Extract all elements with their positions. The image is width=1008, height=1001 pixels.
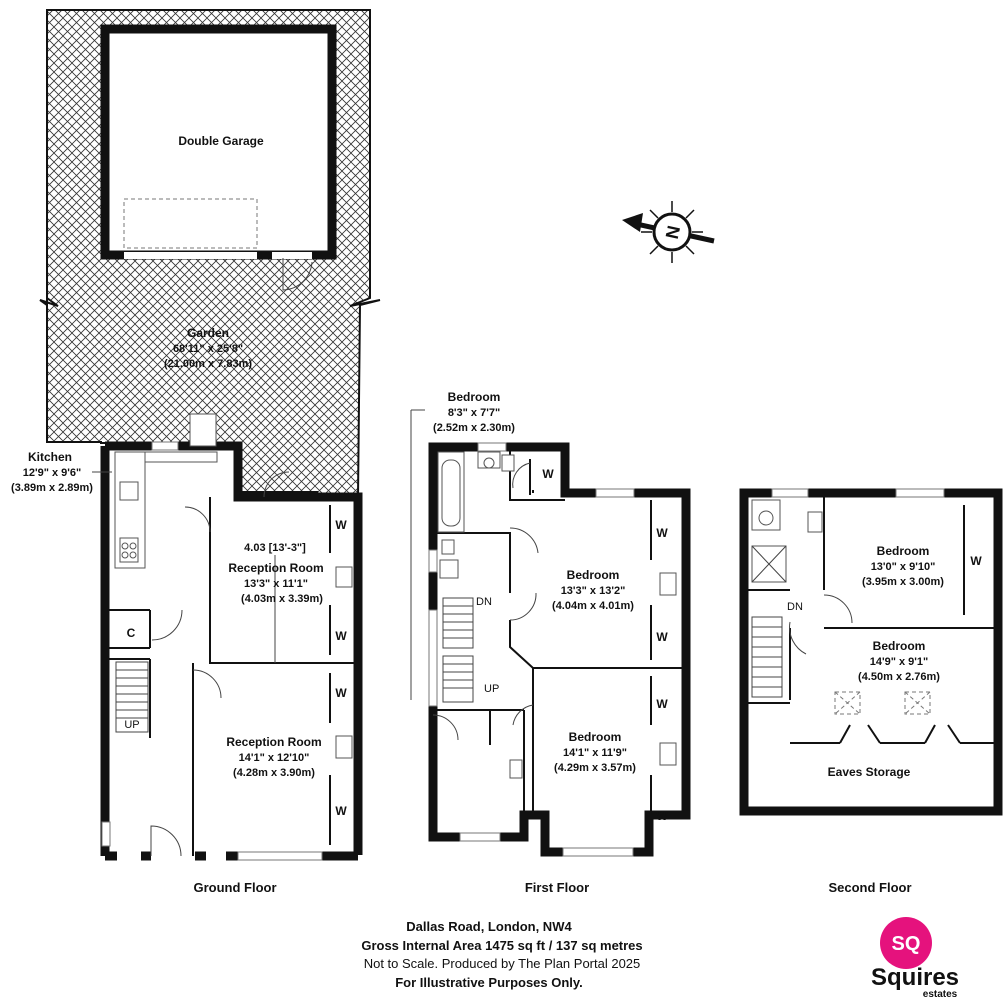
wardrobe-label: W [970,554,982,568]
wardrobe-label: W [335,804,347,818]
wardrobe-label: W [656,526,668,540]
second-stairs: DN [751,601,803,698]
second-bedroom-a-dim-imperial: 13'0" x 9'10" [871,561,936,573]
ground-cupboard-label: C [127,626,136,640]
first-dn-label: DN [476,596,492,608]
second-bedroom-a-label: Bedroom [877,544,930,558]
first-bedroom-b-dim-imperial: 14'1" x 11'9" [563,747,627,759]
kitchen-label: Kitchen [28,450,72,464]
first-bedroom-a-label: Bedroom [567,568,620,582]
ground-wardrobes: W W W W [329,505,353,845]
ground-up-label: UP [124,719,139,731]
first-bedroom-b-dim-metric: (4.29m x 3.57m) [554,762,636,774]
second-dn-label: DN [787,601,803,613]
wardrobe-label: W [656,809,668,823]
double-garage: Double Garage [100,24,337,291]
first-small-bedroom-dim-imperial: 8'3" x 7'7" [448,407,500,419]
first-small-bedroom-label: Bedroom [448,390,501,404]
first-bedroom-a-dim-metric: (4.04m x 4.01m) [552,600,634,612]
wardrobe-label: W [656,697,668,711]
reception2-dim-imperial: 14'1" x 12'10" [239,752,310,764]
logo-sub: estates [923,989,958,1000]
reception1-label: Reception Room [228,561,323,575]
reception-measure: 4.03 [13'-3"] [244,542,306,554]
garage-car-outline [123,198,258,249]
first-up-label: UP [484,683,499,695]
compass-rose: N [622,201,715,263]
second-bedroom-b-dim-metric: (4.50m x 2.76m) [858,671,940,683]
ground-floor-plan: UP C W W W W 4.03 [13'-3"] Reception Roo… [11,413,363,895]
address-line: Dallas Road, London, NW4 [406,919,572,934]
logo-name: Squires [871,964,959,991]
wardrobe-label: W [335,518,347,532]
second-bedroom-b-label: Bedroom [873,639,926,653]
scale-line: Not to Scale. Produced by The Plan Porta… [364,956,641,971]
reception1-dim-imperial: 13'3" x 11'1" [244,578,308,590]
area-line: Gross Internal Area 1475 sq ft / 137 sq … [361,938,642,953]
wardrobe-label: W [335,629,347,643]
second-floor-title: Second Floor [828,880,911,895]
garden-dim-imperial: 68'11" x 25'8" [173,343,243,355]
second-bedroom-a-dim-metric: (3.95m x 3.00m) [862,576,944,588]
garden-label: Garden [187,326,229,340]
squires-logo: SQ Squires estates [871,917,959,1000]
garage-label: Double Garage [178,134,264,148]
kitchen-dim-metric: (3.89m x 2.89m) [11,482,93,494]
second-bedroom-b-dim-imperial: 14'9" x 9'1" [870,656,928,668]
first-wardrobes: W W W W W [509,459,677,838]
ground-floor-title: Ground Floor [193,880,276,895]
garden-dim-metric: (21.00m x 7.83m) [164,358,252,370]
ground-stairs: UP [115,661,149,733]
first-floor-plan: DN UP W W W W W Bedroom 8'3" x 7'7" (2.5… [410,390,691,895]
reception2-label: Reception Room [226,735,321,749]
compass-letter: N [662,224,684,241]
wardrobe-label: W [335,686,347,700]
eaves-storage-label: Eaves Storage [828,765,911,779]
logo-initials: SQ [892,933,921,955]
wardrobe-label: W [656,630,668,644]
first-floor-title: First Floor [525,880,589,895]
illustrative-line: For Illustrative Purposes Only. [395,975,583,990]
first-bedroom-a-dim-imperial: 13'3" x 13'2" [561,585,626,597]
kitchen-dim-imperial: 12'9" x 9'6" [23,467,81,479]
garden-label-group: Garden 68'11" x 25'8" (21.00m x 7.83m) [164,326,252,370]
first-bedroom-b-label: Bedroom [569,730,622,744]
wardrobe-label: W [542,467,554,481]
reception1-dim-metric: (4.03m x 3.39m) [241,593,323,605]
reception2-dim-metric: (4.28m x 3.90m) [233,767,315,779]
first-small-bedroom-dim-metric: (2.52m x 2.30m) [433,422,515,434]
first-stairs: DN UP [442,596,499,703]
logo-badge [880,917,932,969]
north-arrow-icon [622,213,643,232]
footer-text: Dallas Road, London, NW4 Gross Internal … [361,919,642,990]
second-floor-plan: DN W Bedroom 13'0" x 9'10" (3.95m x 3.00… [739,488,1003,895]
